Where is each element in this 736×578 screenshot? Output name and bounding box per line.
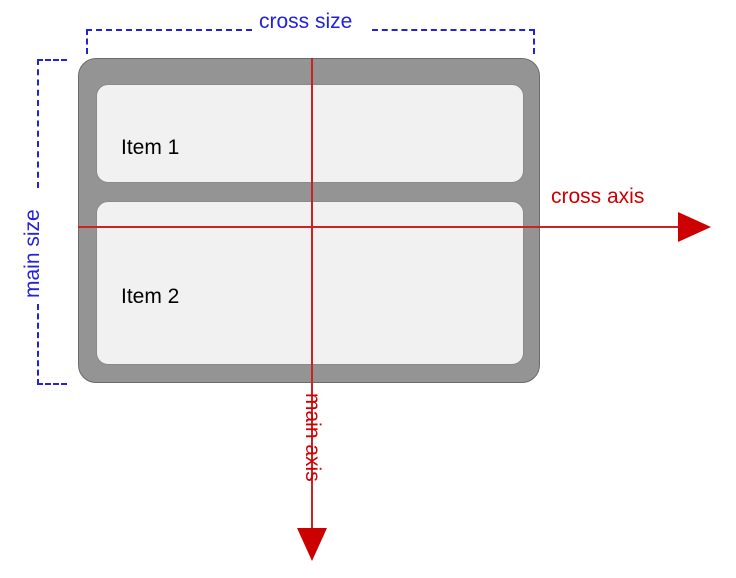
main-size-bracket-top-segment (37, 59, 39, 188)
flex-item-2: Item 2 (96, 201, 524, 365)
cross-size-bracket-right-tick (533, 29, 535, 54)
cross-axis-line (78, 226, 680, 228)
flex-item-1-label: Item 1 (121, 136, 180, 159)
cross-axis-label: cross axis (551, 185, 645, 208)
main-size-bracket-top-tick (37, 59, 67, 61)
flex-item-1: Item 1 (96, 84, 524, 183)
cross-axis-arrowhead-icon (678, 212, 711, 242)
cross-size-label: cross size (259, 10, 353, 33)
main-axis-line (311, 58, 313, 530)
main-axis-arrowhead-icon (297, 528, 327, 561)
cross-size-bracket-left-segment (86, 29, 252, 31)
main-size-bracket-bottom-tick (37, 383, 67, 385)
main-axis-label: main axis (301, 393, 324, 482)
main-size-label: main size (21, 209, 44, 298)
cross-size-bracket-right-segment (372, 29, 535, 31)
cross-size-bracket-left-tick (86, 29, 88, 54)
flex-item-2-label: Item 2 (121, 285, 180, 308)
main-size-bracket-bottom-segment (37, 304, 39, 385)
flex-container: Item 1 Item 2 (78, 58, 540, 383)
